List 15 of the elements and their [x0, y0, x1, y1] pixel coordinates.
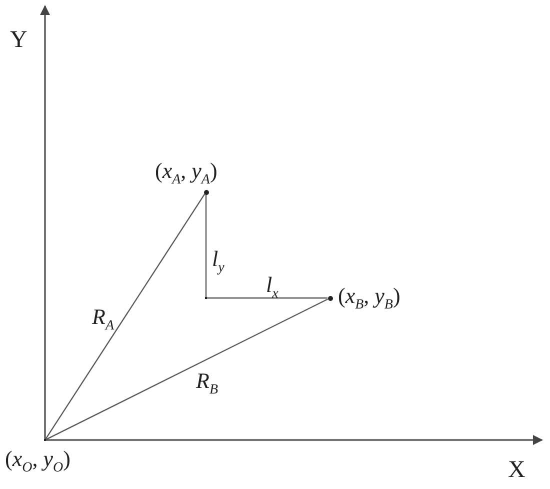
- line-segment: [46, 298, 328, 440]
- line-segment: [45, 194, 206, 440]
- edge-label: R$_{A}$: [92, 306, 114, 334]
- axis-label: Y: [10, 28, 28, 52]
- edge-label: l$_{x}$: [266, 274, 278, 302]
- coordinate-label: (x$_{B}$, y$_{B}$): [338, 285, 400, 312]
- coordinate-label: (x$_{A}$, y$_{A}$): [155, 160, 218, 188]
- point-dot: [204, 190, 208, 194]
- edge-label: R$_{B}$: [196, 370, 218, 398]
- coordinate-label: (x$_{O}$, y$_{O}$): [5, 448, 70, 476]
- edge-label: l$_{y}$: [212, 248, 224, 276]
- axis-label: X: [508, 458, 526, 482]
- line-segment: [205, 194, 207, 297]
- line-segment: [207, 297, 328, 299]
- point-dot: [328, 296, 332, 300]
